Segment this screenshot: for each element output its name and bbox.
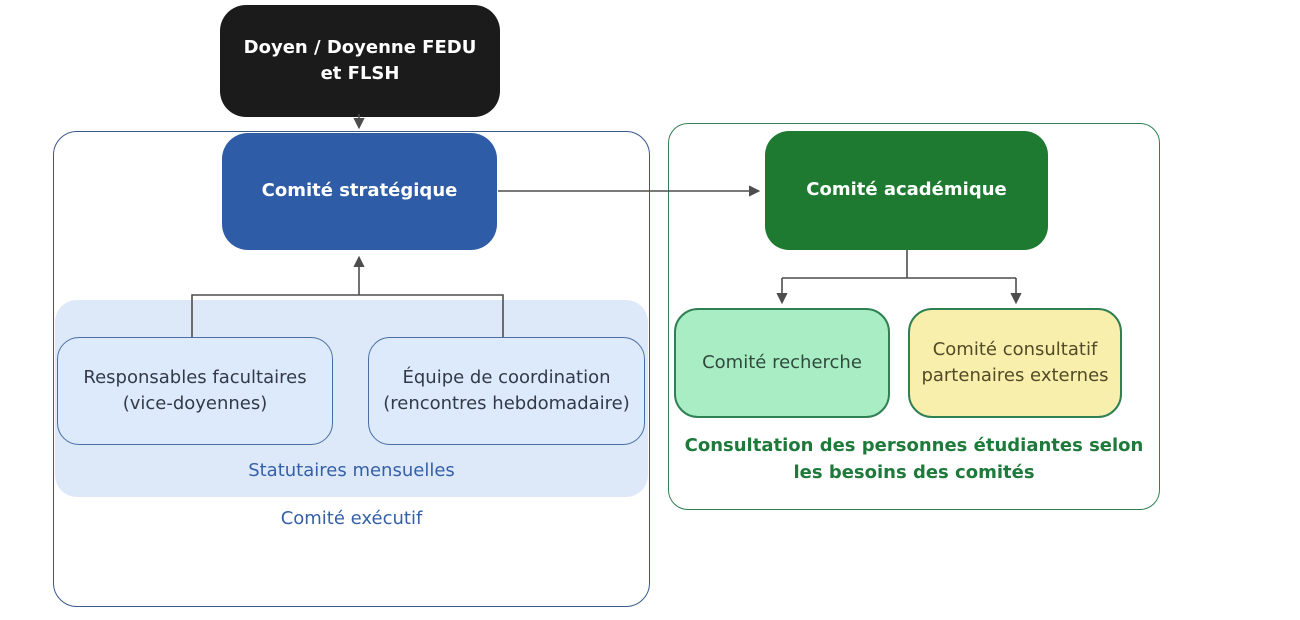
node-faculty-leads-label: Responsables facultaires (vice-doyennes) xyxy=(83,366,307,414)
node-consultative-committee-label: Comité consultatif partenaires externes xyxy=(921,338,1109,386)
executive-committee-label: Comité exécutif xyxy=(280,508,423,529)
node-coordination-team-label: Équipe de coordination (rencontres hebdo… xyxy=(383,366,630,414)
node-research-committee: Comité recherche xyxy=(674,308,890,418)
node-dean: Doyen / Doyenne FEDU et FLSH xyxy=(220,5,500,117)
node-research-committee-label: Comité recherche xyxy=(702,351,862,373)
node-academic-committee: Comité académique xyxy=(765,131,1048,250)
node-faculty-leads: Responsables facultaires (vice-doyennes) xyxy=(57,337,333,445)
node-consultative-committee: Comité consultatif partenaires externes xyxy=(908,308,1122,418)
node-coordination-team: Équipe de coordination (rencontres hebdo… xyxy=(368,337,645,445)
node-academic-committee-label: Comité académique xyxy=(806,179,1007,201)
consultation-note: Consultation des personnes étudiantes se… xyxy=(684,435,1144,483)
node-strategic-committee-label: Comité stratégique xyxy=(261,180,458,202)
node-dean-label: Doyen / Doyenne FEDU et FLSH xyxy=(243,36,477,84)
statutory-note: Statutaires mensuelles xyxy=(248,460,455,481)
node-strategic-committee: Comité stratégique xyxy=(222,133,497,250)
